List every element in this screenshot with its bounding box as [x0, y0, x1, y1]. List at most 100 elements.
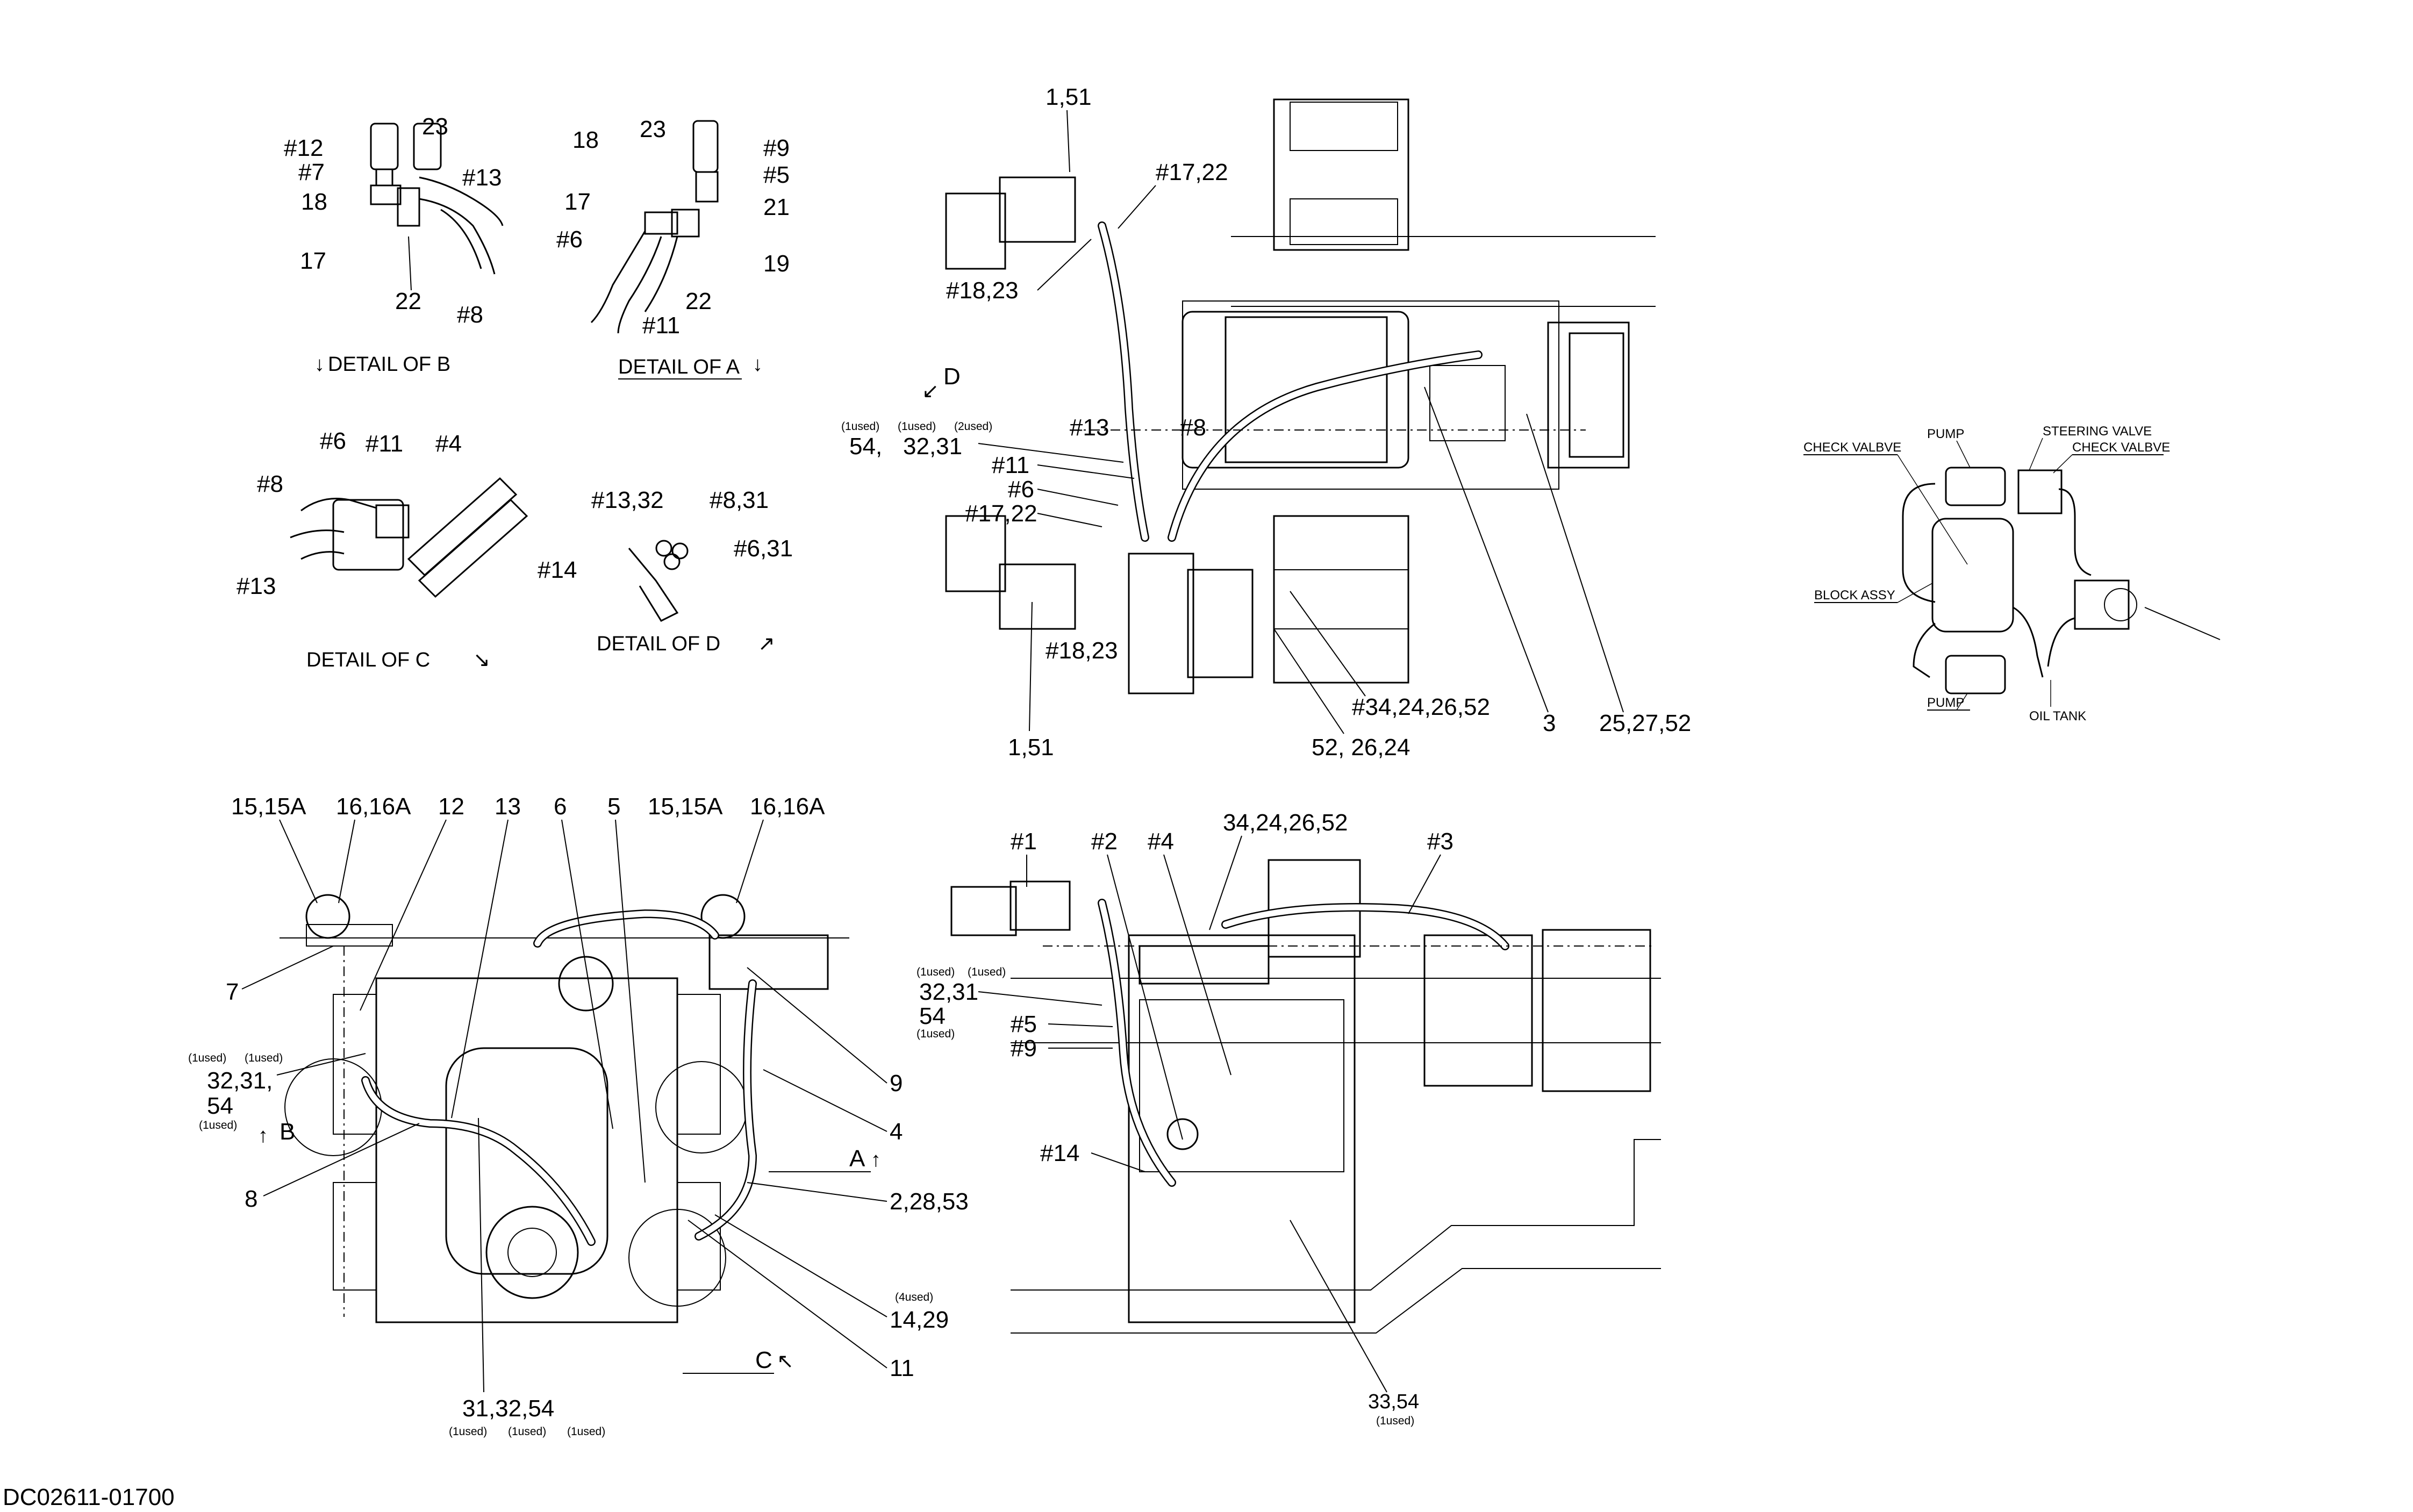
top-view-arrow-d: ↙	[922, 380, 939, 403]
detail-a-callout-18: 18	[572, 127, 599, 153]
detail-c-title: DETAIL OF C	[306, 649, 430, 671]
left-view-qty-5: (1used)	[449, 1425, 487, 1438]
left-view-callout-2-28-53: 2,28,53	[890, 1188, 969, 1215]
detail-d-title: DETAIL OF D	[597, 633, 720, 655]
left-view-callout-c: C	[755, 1347, 772, 1373]
left-view-arrow-c: ↖	[777, 1350, 794, 1373]
top-view-callout-17-22-lower: #17,22	[965, 500, 1037, 527]
top-view-callout-1-51-upper: 1,51	[1046, 84, 1092, 110]
detail-c: #6 #11 #4 #8 #13 #14 DETAIL OF C ↘	[237, 428, 577, 671]
detail-b-callout-12: #12	[284, 135, 323, 161]
left-view-callout-4: 4	[890, 1119, 903, 1145]
right-view-qty-3: (1used)	[916, 1028, 955, 1040]
detail-a-callout-9: #9	[763, 135, 790, 161]
view-arrow-a: ↓	[753, 353, 763, 376]
right-view: #1 #2 #4 34,24,26,52 #3 (1used) (1used) …	[916, 809, 1661, 1427]
left-view-callout-16-16a-right: 16,16A	[750, 793, 825, 820]
schematic-label-check-valve-right: CHECK VALBVE	[2072, 440, 2170, 455]
left-view-callout-12: 12	[438, 793, 464, 820]
detail-c-callout-8: #8	[257, 471, 283, 497]
detail-a-callout-17: 17	[564, 189, 591, 215]
right-view-callout-5: #5	[1011, 1011, 1037, 1037]
right-view-callout-14: #14	[1040, 1140, 1079, 1166]
top-view-callout-25-27-52: 25,27,52	[1599, 710, 1691, 736]
left-view-callout-11: 11	[890, 1355, 914, 1381]
hydraulic-schematic: PUMP STEERING VALVE CHECK VALBVE CHECK V…	[1803, 424, 2221, 723]
schematic-label-pump-top: PUMP	[1927, 427, 1964, 441]
top-view-callout-18-23-lower: #18,23	[1046, 637, 1118, 664]
schematic-label-pump-bottom: PUMP	[1927, 696, 1964, 710]
top-view-callout-17-22-upper: #17,22	[1156, 159, 1228, 185]
left-view-arrow-a: ↑	[871, 1149, 881, 1171]
left-view-callout-9: 9	[890, 1070, 903, 1097]
right-view-callout-32-31: 32,31	[919, 979, 978, 1005]
detail-b-callout-13: #13	[462, 164, 502, 191]
detail-b-callout-8: #8	[457, 302, 483, 328]
top-view-callout-d: D	[943, 363, 961, 390]
detail-c-callout-6: #6	[320, 428, 346, 454]
detail-a-callout-11: #11	[642, 312, 680, 339]
top-view-qty-3: (2used)	[954, 420, 992, 433]
left-view-qty-1: (1used)	[188, 1052, 226, 1064]
right-view-qty-2: (1used)	[968, 966, 1006, 978]
detail-b-callout-23: 23	[422, 113, 448, 140]
detail-a-callout-21: 21	[763, 194, 790, 220]
top-view-callout-11: #11	[992, 452, 1029, 478]
detail-a-callout-23: 23	[640, 116, 666, 142]
left-view: 15,15A 16,16A 12 13 6 5 15,15A 16,16A 7 …	[188, 793, 969, 1438]
detail-a-callout-22: 22	[685, 288, 712, 314]
detail-a: 18 23 #9 #5 17 21 #6 19 22 #11 DETAIL OF…	[556, 116, 790, 379]
detail-b: #12 #7 18 17 23 #13 22 #8 DETAIL OF B ↓	[284, 113, 504, 376]
detail-b-callout-22: 22	[395, 288, 421, 314]
right-view-callout-9: #9	[1011, 1035, 1037, 1062]
left-view-qty-6: (1used)	[508, 1425, 546, 1438]
detail-c-callout-14: #14	[538, 557, 577, 583]
schematic-label-oil-tank: OIL TANK	[2029, 709, 2086, 723]
top-view-callout-54: 54,	[849, 433, 882, 460]
left-view-callout-6: 6	[554, 793, 567, 820]
top-view-callout-6: #6	[1008, 476, 1034, 503]
top-view-callout-3: 3	[1543, 710, 1556, 736]
left-view-arrow-b: ↑	[258, 1124, 268, 1147]
detail-d-callout-6-31: #6,31	[734, 535, 793, 562]
view-arrow-b: ↓	[314, 353, 325, 376]
left-view-callout-13: 13	[495, 793, 521, 820]
detail-d: #13,32 #8,31 #6,31 DETAIL OF D ↗	[591, 487, 793, 655]
right-view-callout-2: #2	[1091, 828, 1118, 855]
detail-d-callout-8-31: #8,31	[710, 487, 769, 513]
left-view-callout-7: 7	[226, 979, 239, 1005]
right-view-callout-54: 54	[919, 1003, 946, 1029]
left-view-qty-4: (4used)	[895, 1291, 933, 1303]
top-view-callout-32-31: 32,31	[903, 433, 962, 460]
detail-a-title: DETAIL OF A	[618, 356, 740, 378]
detail-b-callout-18: 18	[301, 189, 327, 215]
left-view-callout-54: 54	[207, 1093, 233, 1119]
left-view-callout-5: 5	[607, 793, 620, 820]
top-view-callout-13: #13	[1070, 414, 1109, 441]
right-view-qty-4: (1used)	[1376, 1415, 1414, 1427]
detail-b-title: DETAIL OF B	[328, 353, 450, 376]
right-view-callout-1: #1	[1011, 828, 1037, 855]
left-view-callout-8: 8	[245, 1186, 257, 1212]
left-view-callout-31-32-54: 31,32,54	[462, 1395, 554, 1422]
right-view-callout-4: #4	[1148, 828, 1174, 855]
right-view-callout-34-24-26-52: 34,24,26,52	[1223, 809, 1348, 836]
detail-a-callout-5: #5	[763, 162, 790, 188]
left-view-callout-b: B	[280, 1119, 295, 1145]
top-view-callout-8: #8	[1180, 414, 1206, 441]
detail-b-callout-17: 17	[300, 248, 326, 274]
left-view-qty-7: (1used)	[567, 1425, 605, 1438]
view-arrow-c: ↘	[473, 649, 490, 671]
left-view-callout-a: A	[849, 1145, 865, 1172]
detail-c-callout-13: #13	[237, 573, 276, 599]
top-view: 1,51 #17,22 #18,23 D ↙ (1used) (1used) (…	[841, 84, 1691, 761]
right-view-qty-1: (1used)	[916, 966, 955, 978]
right-view-callout-3: #3	[1427, 828, 1453, 855]
left-view-callout-16-16a-left: 16,16A	[336, 793, 411, 820]
view-arrow-d: ↗	[758, 633, 775, 655]
left-view-callout-14-29: 14,29	[890, 1307, 949, 1333]
detail-c-callout-4: #4	[435, 431, 462, 457]
detail-d-callout-13-32: #13,32	[591, 487, 664, 513]
detail-c-callout-11: #11	[366, 431, 403, 457]
